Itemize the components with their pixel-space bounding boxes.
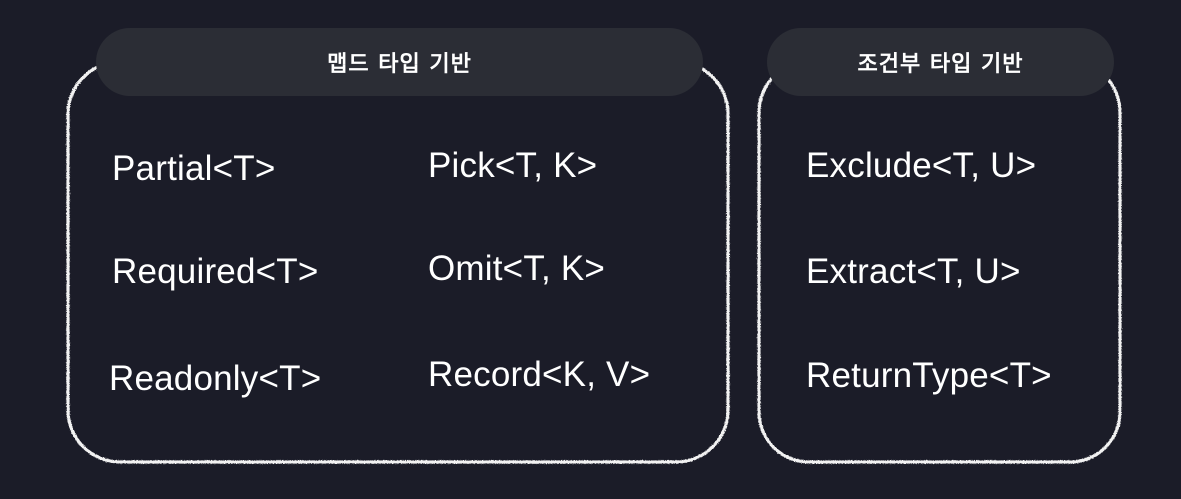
type-returntype: ReturnType<T> <box>806 356 1052 395</box>
type-omit: Omit<T, K> <box>428 249 606 288</box>
type-exclude: Exclude<T, U> <box>806 146 1037 185</box>
type-partial: Partial<T> <box>112 149 276 188</box>
type-record: Record<K, V> <box>428 355 651 394</box>
conditional-group-title: 조건부 타입 기반 <box>767 28 1114 96</box>
type-extract: Extract<T, U> <box>806 252 1021 291</box>
type-required: Required<T> <box>112 252 319 291</box>
type-pick: Pick<T, K> <box>428 146 598 185</box>
type-readonly: Readonly<T> <box>109 359 322 398</box>
mapped-group-title: 맵드 타입 기반 <box>96 28 703 96</box>
